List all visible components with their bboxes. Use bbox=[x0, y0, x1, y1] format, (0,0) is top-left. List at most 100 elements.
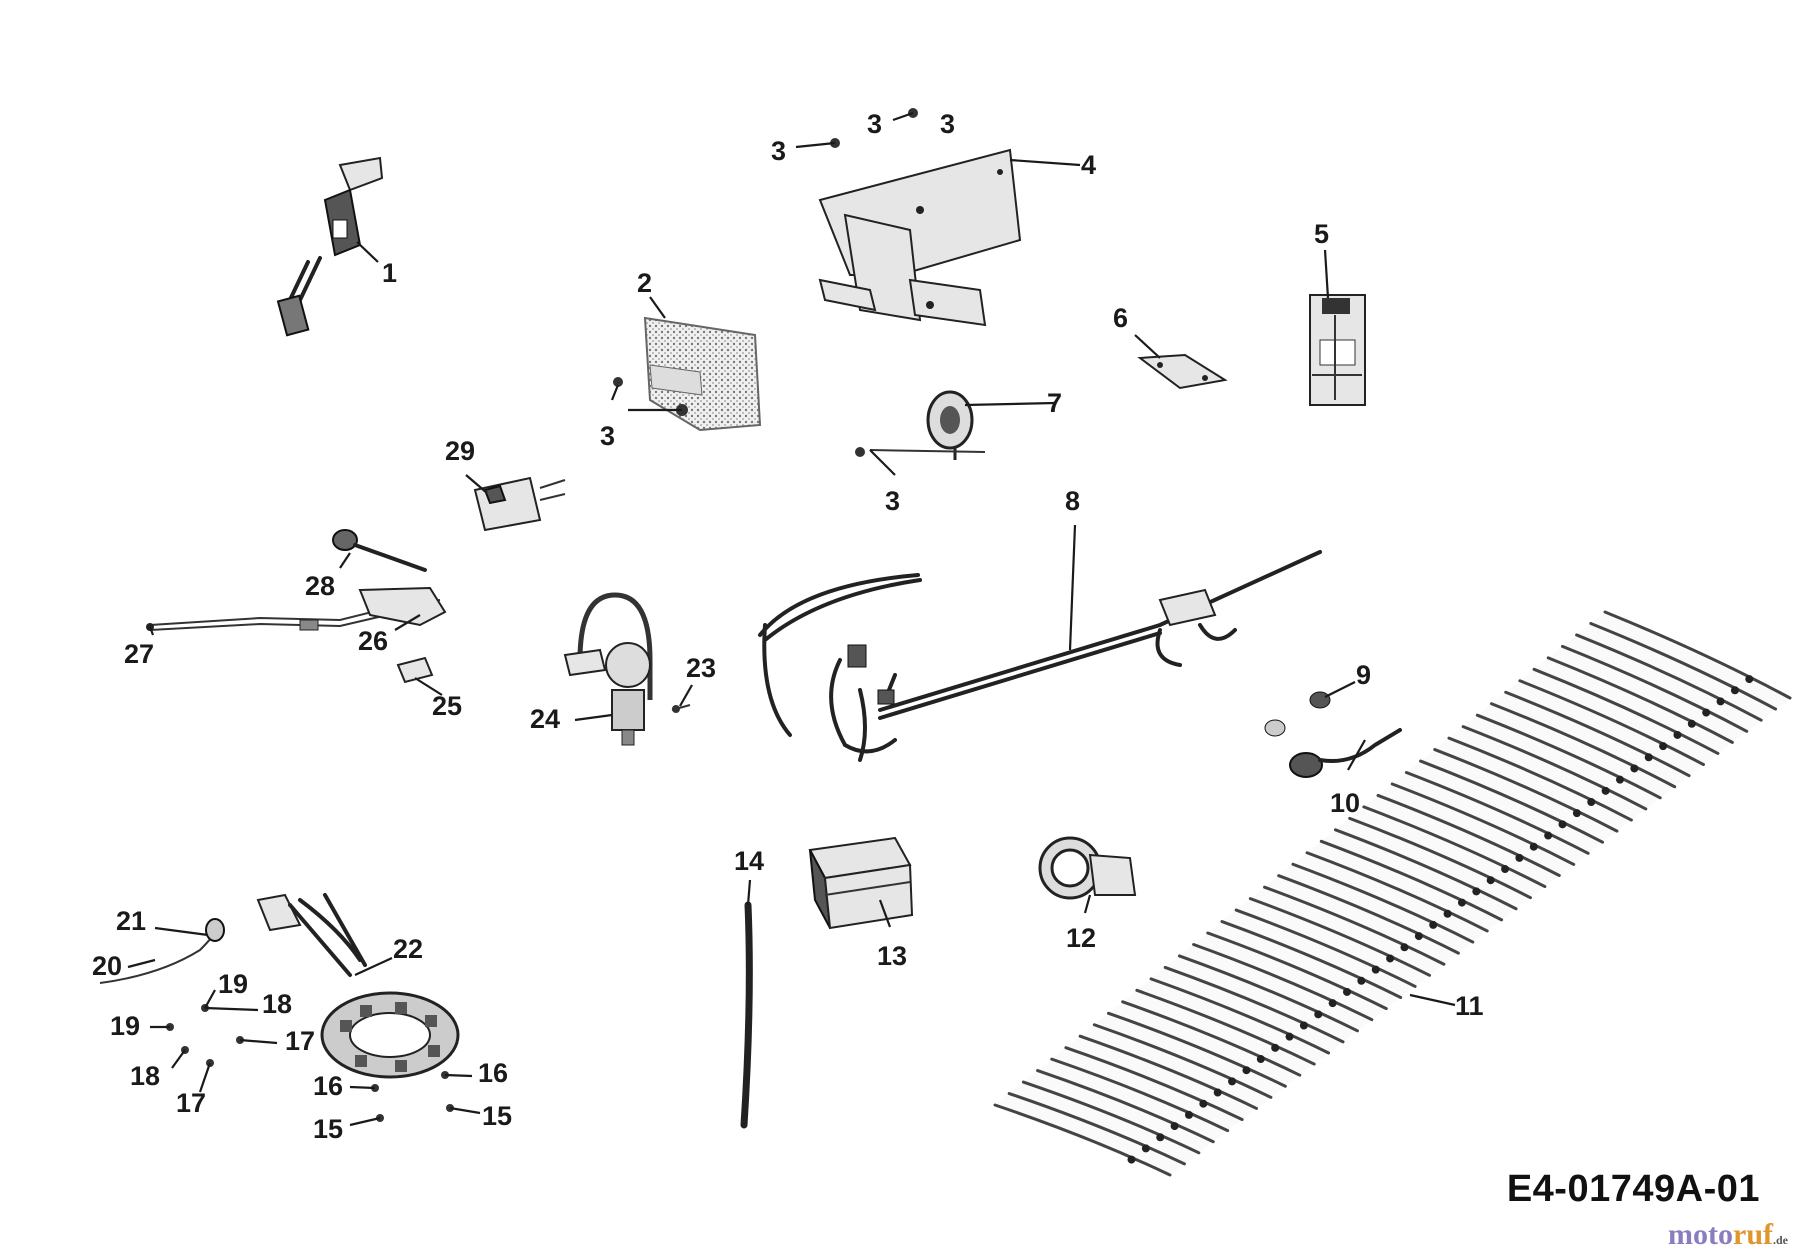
cable-tie-head bbox=[1745, 675, 1754, 684]
callout-1: 1 bbox=[382, 258, 397, 288]
callout-2: 2 bbox=[637, 268, 652, 298]
cable-tie-head bbox=[1429, 920, 1438, 929]
cable-tie-head bbox=[1443, 909, 1452, 918]
cable-tie-head bbox=[1400, 943, 1409, 952]
cable-tie-head bbox=[1328, 999, 1337, 1008]
callout-29: 29 bbox=[445, 436, 475, 466]
cable-tie-hatch bbox=[1319, 839, 1504, 922]
cable-tie-hatch bbox=[1560, 644, 1749, 733]
watermark-logo: motoruf.de bbox=[1668, 1218, 1788, 1252]
cable-tie-hatch bbox=[1447, 736, 1633, 822]
callout-28: 28 bbox=[305, 571, 335, 601]
cable-tie-hatch bbox=[1305, 851, 1489, 933]
cable-tie-head bbox=[1184, 1110, 1193, 1119]
cable-tie-hatch bbox=[1433, 748, 1619, 833]
callout-3: 3 bbox=[885, 486, 900, 516]
cable-tie-hatch bbox=[1064, 1046, 1244, 1122]
part-8-wiring-harness bbox=[758, 550, 1322, 762]
part-12-bulb-socket bbox=[1038, 836, 1137, 900]
watermark-part-b: ruf bbox=[1733, 1218, 1773, 1251]
cable-tie-hatch bbox=[1036, 1069, 1215, 1144]
callout-16: 16 bbox=[478, 1058, 508, 1088]
cable-tie-head bbox=[1730, 686, 1739, 695]
cable-tie-hatch bbox=[1404, 771, 1590, 855]
cable-tie-hatch bbox=[1575, 633, 1763, 722]
callout-4: 4 bbox=[1081, 150, 1096, 180]
callout-10: 10 bbox=[1330, 788, 1360, 818]
cable-tie-hatch bbox=[1021, 1080, 1201, 1155]
cable-tie-hatch bbox=[1475, 713, 1662, 800]
cable-tie-hatch bbox=[1291, 862, 1475, 944]
cable-tie-hatch bbox=[1220, 920, 1403, 1000]
cable-tie-head bbox=[1256, 1055, 1265, 1064]
part-9-nut bbox=[1264, 691, 1331, 737]
cable-tie-head bbox=[1213, 1088, 1222, 1097]
callout-16: 16 bbox=[313, 1071, 343, 1101]
cable-tie-head bbox=[1702, 708, 1711, 717]
callout-22: 22 bbox=[393, 934, 423, 964]
cable-tie-hatch bbox=[1092, 1023, 1273, 1099]
cable-tie-hatch bbox=[1078, 1034, 1259, 1110]
callout-23: 23 bbox=[686, 653, 716, 683]
callout-9: 9 bbox=[1356, 660, 1371, 690]
cable-tie-head bbox=[1472, 887, 1481, 896]
callout-17: 17 bbox=[285, 1026, 315, 1056]
cable-tie-head bbox=[1127, 1155, 1136, 1164]
cable-tie-hatch bbox=[1177, 954, 1359, 1033]
watermark-tld: .de bbox=[1773, 1233, 1788, 1247]
part-28-sensor bbox=[332, 529, 427, 572]
callout-3: 3 bbox=[867, 109, 882, 139]
cable-tie-head bbox=[1587, 798, 1596, 807]
callout-21: 21 bbox=[116, 906, 146, 936]
cable-tie-head bbox=[1371, 965, 1380, 974]
part-5-relay bbox=[1309, 294, 1366, 406]
callout-26: 26 bbox=[358, 626, 388, 656]
cable-tie-hatch bbox=[1532, 667, 1720, 755]
cable-tie-head bbox=[1343, 987, 1352, 996]
callout-18: 18 bbox=[262, 989, 292, 1019]
cable-tie-hatch bbox=[1546, 656, 1734, 744]
cable-tie-head bbox=[1515, 853, 1524, 862]
cable-tie-hatch bbox=[1248, 897, 1432, 977]
cable-tie-hatch bbox=[1135, 988, 1316, 1066]
cable-tie-hatch bbox=[1149, 977, 1331, 1055]
cable-tie-hatch bbox=[1490, 702, 1677, 789]
callout-24: 24 bbox=[530, 704, 560, 734]
callout-3: 3 bbox=[600, 421, 615, 451]
part-25-clip bbox=[396, 656, 434, 684]
callout-12: 12 bbox=[1066, 923, 1096, 953]
callout-15: 15 bbox=[313, 1114, 343, 1144]
cable-tie-hatch bbox=[1504, 690, 1691, 778]
callout-14: 14 bbox=[734, 846, 764, 876]
part-26-27-cable bbox=[146, 586, 447, 631]
cable-tie-head bbox=[1156, 1133, 1165, 1142]
part-10-wire-lead bbox=[1289, 728, 1402, 778]
callout-18: 18 bbox=[130, 1061, 160, 1091]
cable-tie-hatch bbox=[1106, 1011, 1287, 1088]
cable-tie-head bbox=[1386, 954, 1395, 963]
cable-tie-hatch bbox=[1163, 965, 1345, 1044]
callout-13: 13 bbox=[877, 941, 907, 971]
cable-tie-head bbox=[1486, 876, 1495, 885]
cable-tie-head bbox=[1299, 1021, 1308, 1030]
cable-tie-hatch bbox=[1277, 874, 1460, 955]
cable-tie-head bbox=[1544, 831, 1553, 840]
cable-tie-hatch bbox=[1007, 1092, 1186, 1166]
cable-tie-head bbox=[1285, 1032, 1294, 1041]
cable-tie-head bbox=[1228, 1077, 1237, 1086]
cable-tie-head bbox=[1414, 932, 1423, 941]
cable-tie-head bbox=[1170, 1122, 1179, 1131]
cable-tie-hatch bbox=[1234, 908, 1417, 988]
cable-tie-hatch bbox=[1192, 942, 1374, 1022]
callout-3: 3 bbox=[940, 109, 955, 139]
callout-17: 17 bbox=[176, 1088, 206, 1118]
part-14-tube bbox=[740, 901, 753, 1129]
cable-tie-hatch bbox=[1461, 725, 1648, 811]
cable-tie-head bbox=[1644, 753, 1653, 762]
cable-tie-head bbox=[1687, 719, 1696, 728]
cable-tie-head bbox=[1199, 1099, 1208, 1108]
callout-8: 8 bbox=[1065, 486, 1080, 516]
callout-3: 3 bbox=[771, 136, 786, 166]
cable-tie-hatch bbox=[1263, 885, 1446, 966]
